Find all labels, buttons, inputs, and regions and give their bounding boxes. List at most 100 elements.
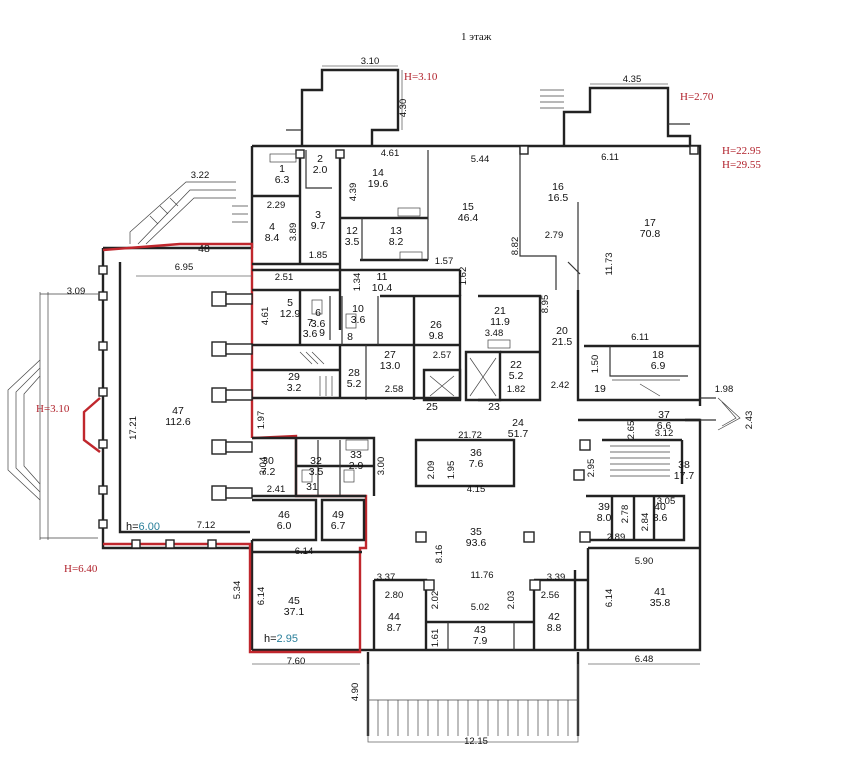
room-number: 48 bbox=[198, 243, 210, 255]
room-number: 15 bbox=[462, 201, 474, 213]
height-mark: H=2.70 bbox=[680, 91, 714, 103]
room-area: 16.5 bbox=[548, 192, 569, 204]
room-area: 13.0 bbox=[380, 360, 401, 372]
room-number: 29 bbox=[288, 371, 300, 383]
ceiling-labels: h=6.00 h=2.95 bbox=[126, 521, 298, 645]
office-ceiling-label: h=2.95 bbox=[264, 633, 298, 645]
dimension-label: 1.95 bbox=[446, 461, 457, 480]
room-number: 10 bbox=[352, 303, 364, 315]
dimension-label: 2.29 bbox=[267, 200, 286, 211]
room-number: 4 bbox=[269, 221, 275, 233]
room-area: 70.8 bbox=[640, 228, 661, 240]
room-number: 18 bbox=[652, 349, 664, 361]
height-marks: H=3.10 H=2.70 H=22.95 H=29.55 H=3.10 H=6… bbox=[36, 71, 761, 575]
room-area: 5.2 bbox=[347, 378, 362, 390]
dimension-label: 4.30 bbox=[398, 99, 409, 118]
room-number: 25 bbox=[426, 401, 438, 413]
dimension-label: 1.97 bbox=[256, 411, 267, 430]
dimension-label: 1.82 bbox=[507, 384, 526, 395]
dimension-label: 2.43 bbox=[744, 411, 755, 430]
room-number: 38 bbox=[678, 459, 690, 471]
dimension-label: 11.73 bbox=[604, 252, 615, 275]
dimension-label: 3.39 bbox=[547, 572, 566, 583]
dimension-label: 2.80 bbox=[385, 590, 404, 601]
room-number: 26 bbox=[430, 319, 442, 331]
dimension-label: 2.42 bbox=[551, 380, 570, 391]
room-number: 33 bbox=[350, 449, 362, 461]
room-number: 2 bbox=[317, 153, 323, 165]
dimension-label: 4.15 bbox=[467, 484, 486, 495]
dimension-label: 8.95 bbox=[540, 295, 551, 314]
room-area: 3.2 bbox=[287, 382, 302, 394]
dimension-label: 6.95 bbox=[175, 262, 194, 273]
dimension-label: 1.34 bbox=[352, 273, 363, 292]
dimension-label: 4.90 bbox=[350, 683, 361, 702]
room-number: 20 bbox=[556, 325, 568, 337]
dimension-label: 6.14 bbox=[604, 589, 615, 608]
dimension-label: 6.14 bbox=[256, 587, 267, 606]
room-number: 47 bbox=[172, 405, 184, 417]
room-area: 3.5 bbox=[309, 466, 324, 478]
dimension-label: 7.12 bbox=[197, 520, 216, 531]
room-area: 3.6 bbox=[351, 314, 366, 326]
dimension-label: 4.35 bbox=[623, 74, 642, 85]
dimension-label: 2.84 bbox=[640, 513, 651, 532]
room-number: 5 bbox=[287, 297, 293, 309]
dimension-label: 1.62 bbox=[458, 267, 469, 286]
dimension-label: 3.10 bbox=[361, 56, 380, 67]
room-number: 42 bbox=[548, 611, 560, 623]
room-number: 31 bbox=[306, 481, 318, 493]
room-area: 7.9 bbox=[473, 635, 488, 647]
room-number: 3 bbox=[315, 209, 321, 221]
dimension-label: 5.02 bbox=[471, 602, 490, 613]
room-number: 39 bbox=[598, 501, 610, 513]
room-area: 5.2 bbox=[509, 370, 524, 382]
room-area: 3.6 bbox=[303, 328, 318, 340]
room-area: 12.9 bbox=[280, 308, 301, 320]
dimension-label: 2.79 bbox=[545, 230, 564, 241]
room-area: 2.0 bbox=[313, 164, 328, 176]
hall-ceiling-label: h=6.00 bbox=[126, 521, 160, 533]
room-number: 8 bbox=[347, 331, 353, 343]
dimension-label: 3.37 bbox=[377, 572, 396, 583]
room-area: 3.5 bbox=[345, 236, 360, 248]
dimension-label: 3.48 bbox=[485, 328, 504, 339]
room-number: 49 bbox=[332, 509, 344, 521]
dimension-label: 1.61 bbox=[430, 629, 441, 648]
room-number: 16 bbox=[552, 181, 564, 193]
room-number: 12 bbox=[346, 225, 358, 237]
room-number: 41 bbox=[654, 586, 666, 598]
room-number: 7 bbox=[307, 317, 313, 329]
dimension-label: 2.57 bbox=[433, 350, 452, 361]
dimension-label: 2.58 bbox=[385, 384, 404, 395]
dimension-label: 4.39 bbox=[348, 183, 359, 202]
room-number: 6 bbox=[315, 307, 321, 319]
floor-title: 1 этаж bbox=[461, 31, 492, 43]
dimension-label: 2.78 bbox=[620, 505, 631, 524]
dimension-label: 2.51 bbox=[275, 272, 294, 283]
height-mark: H=6.40 bbox=[64, 563, 98, 575]
room-number: 40 bbox=[654, 501, 666, 513]
dimension-label: 3.12 bbox=[655, 428, 674, 439]
stairs bbox=[7, 89, 741, 736]
dimension-label: 2.56 bbox=[541, 590, 560, 601]
dimension-label: 3.05 bbox=[657, 496, 676, 507]
dimension-label: 2.02 bbox=[430, 591, 441, 610]
dimension-label: 2.09 bbox=[426, 461, 437, 480]
dimension-label: 2.03 bbox=[506, 591, 517, 610]
dimension-lines bbox=[136, 65, 700, 743]
room-number: 9 bbox=[319, 327, 325, 339]
dimension-label: 2.65 bbox=[626, 421, 637, 440]
room-area: 93.6 bbox=[466, 537, 487, 549]
room-area: 6.0 bbox=[277, 520, 292, 532]
room-number: 23 bbox=[488, 401, 500, 413]
room-number: 30 bbox=[262, 455, 274, 467]
room-area: 6.6 bbox=[657, 420, 672, 432]
dimension-label: 6.14 bbox=[295, 546, 314, 557]
room-area: 3.6 bbox=[311, 318, 326, 330]
dimension-label: 4.61 bbox=[381, 148, 400, 159]
room-area: 8.0 bbox=[597, 512, 612, 524]
